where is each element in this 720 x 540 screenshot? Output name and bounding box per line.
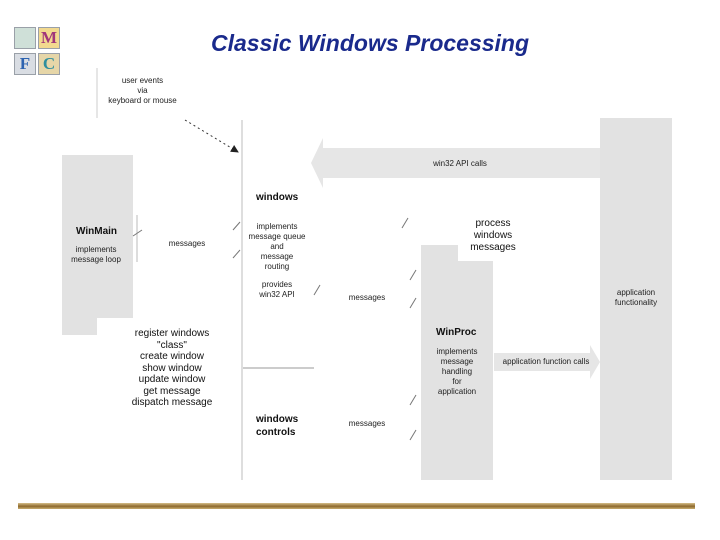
windows-controls-line: windows — [256, 414, 299, 425]
register-line: create window — [140, 351, 204, 362]
winproc-line: implements — [436, 347, 478, 356]
windows-controls-line: controls — [256, 427, 296, 438]
user-events-line: via — [137, 86, 148, 95]
windows-line: message queue — [248, 232, 306, 241]
user-events-line: user events — [121, 76, 164, 85]
windows-line: win32 API — [259, 290, 295, 299]
register-list: register windows "class" create window s… — [97, 328, 247, 409]
windows-line: implements — [256, 222, 298, 231]
winproc-title: WinProc — [436, 327, 477, 338]
windows-queue-text: implements message queue and message rou… — [246, 222, 308, 272]
logo-block-blank — [14, 27, 36, 49]
register-line: get message — [143, 385, 201, 397]
win32-api-calls-label: win32 API calls — [433, 159, 487, 168]
win32-api-arrow — [311, 138, 600, 188]
winmain-box — [62, 155, 133, 335]
process-messages-box — [458, 215, 528, 261]
windows-line: and — [270, 242, 284, 251]
user-events-label: user events via keyboard or mouse — [100, 76, 185, 106]
app-function-calls-arrow — [494, 345, 600, 379]
windows-line: message — [260, 252, 294, 261]
winproc-line: handling — [441, 367, 473, 376]
winmain-line: message loop — [71, 255, 121, 264]
logo-block-f: F — [14, 53, 36, 75]
windows-controls-label: windows controls — [256, 413, 298, 439]
messages-label-2: messages — [348, 293, 386, 302]
process-line: process — [475, 218, 511, 229]
windows-api-text: provides win32 API — [246, 280, 308, 300]
register-line: "class" — [157, 339, 187, 351]
windows-title: windows — [256, 192, 299, 203]
mfc-logo: M F C — [12, 25, 70, 83]
winmain-line: implements — [75, 245, 117, 254]
messages-label-1: messages — [168, 239, 206, 248]
process-line: messages — [470, 242, 516, 253]
user-events-line: keyboard or mouse — [108, 96, 177, 105]
windows-line: routing — [264, 262, 290, 271]
winproc-box — [421, 245, 493, 480]
process-messages-label: process windows messages — [458, 218, 528, 254]
winproc-line: for — [452, 377, 462, 386]
winmain-title: WinMain — [76, 226, 118, 237]
app-functionality-line: application — [616, 288, 656, 297]
winproc-line: message — [440, 357, 474, 366]
process-line: windows — [473, 230, 513, 241]
app-functionality-box — [600, 118, 672, 480]
logo-block-c: C — [38, 53, 60, 75]
register-line: update window — [138, 374, 206, 385]
register-line: register windows — [134, 328, 210, 339]
winmain-text: implements message loop — [64, 245, 128, 265]
messages-label-3: messages — [348, 419, 386, 428]
register-line: dispatch message — [131, 397, 213, 408]
app-functionality-label: application functionality — [603, 288, 669, 308]
winproc-text: implements message handling for applicat… — [424, 347, 490, 397]
register-line: show window — [142, 362, 202, 374]
windows-line: provides — [261, 280, 293, 289]
logo-block-m: M — [38, 27, 60, 49]
app-functionality-line: functionality — [614, 298, 658, 307]
register-box — [97, 318, 247, 426]
app-function-calls-label: application function calls — [502, 357, 590, 366]
footer-bar — [18, 503, 695, 509]
winproc-line: application — [437, 387, 477, 396]
page-title: Classic Windows Processing — [210, 30, 530, 56]
